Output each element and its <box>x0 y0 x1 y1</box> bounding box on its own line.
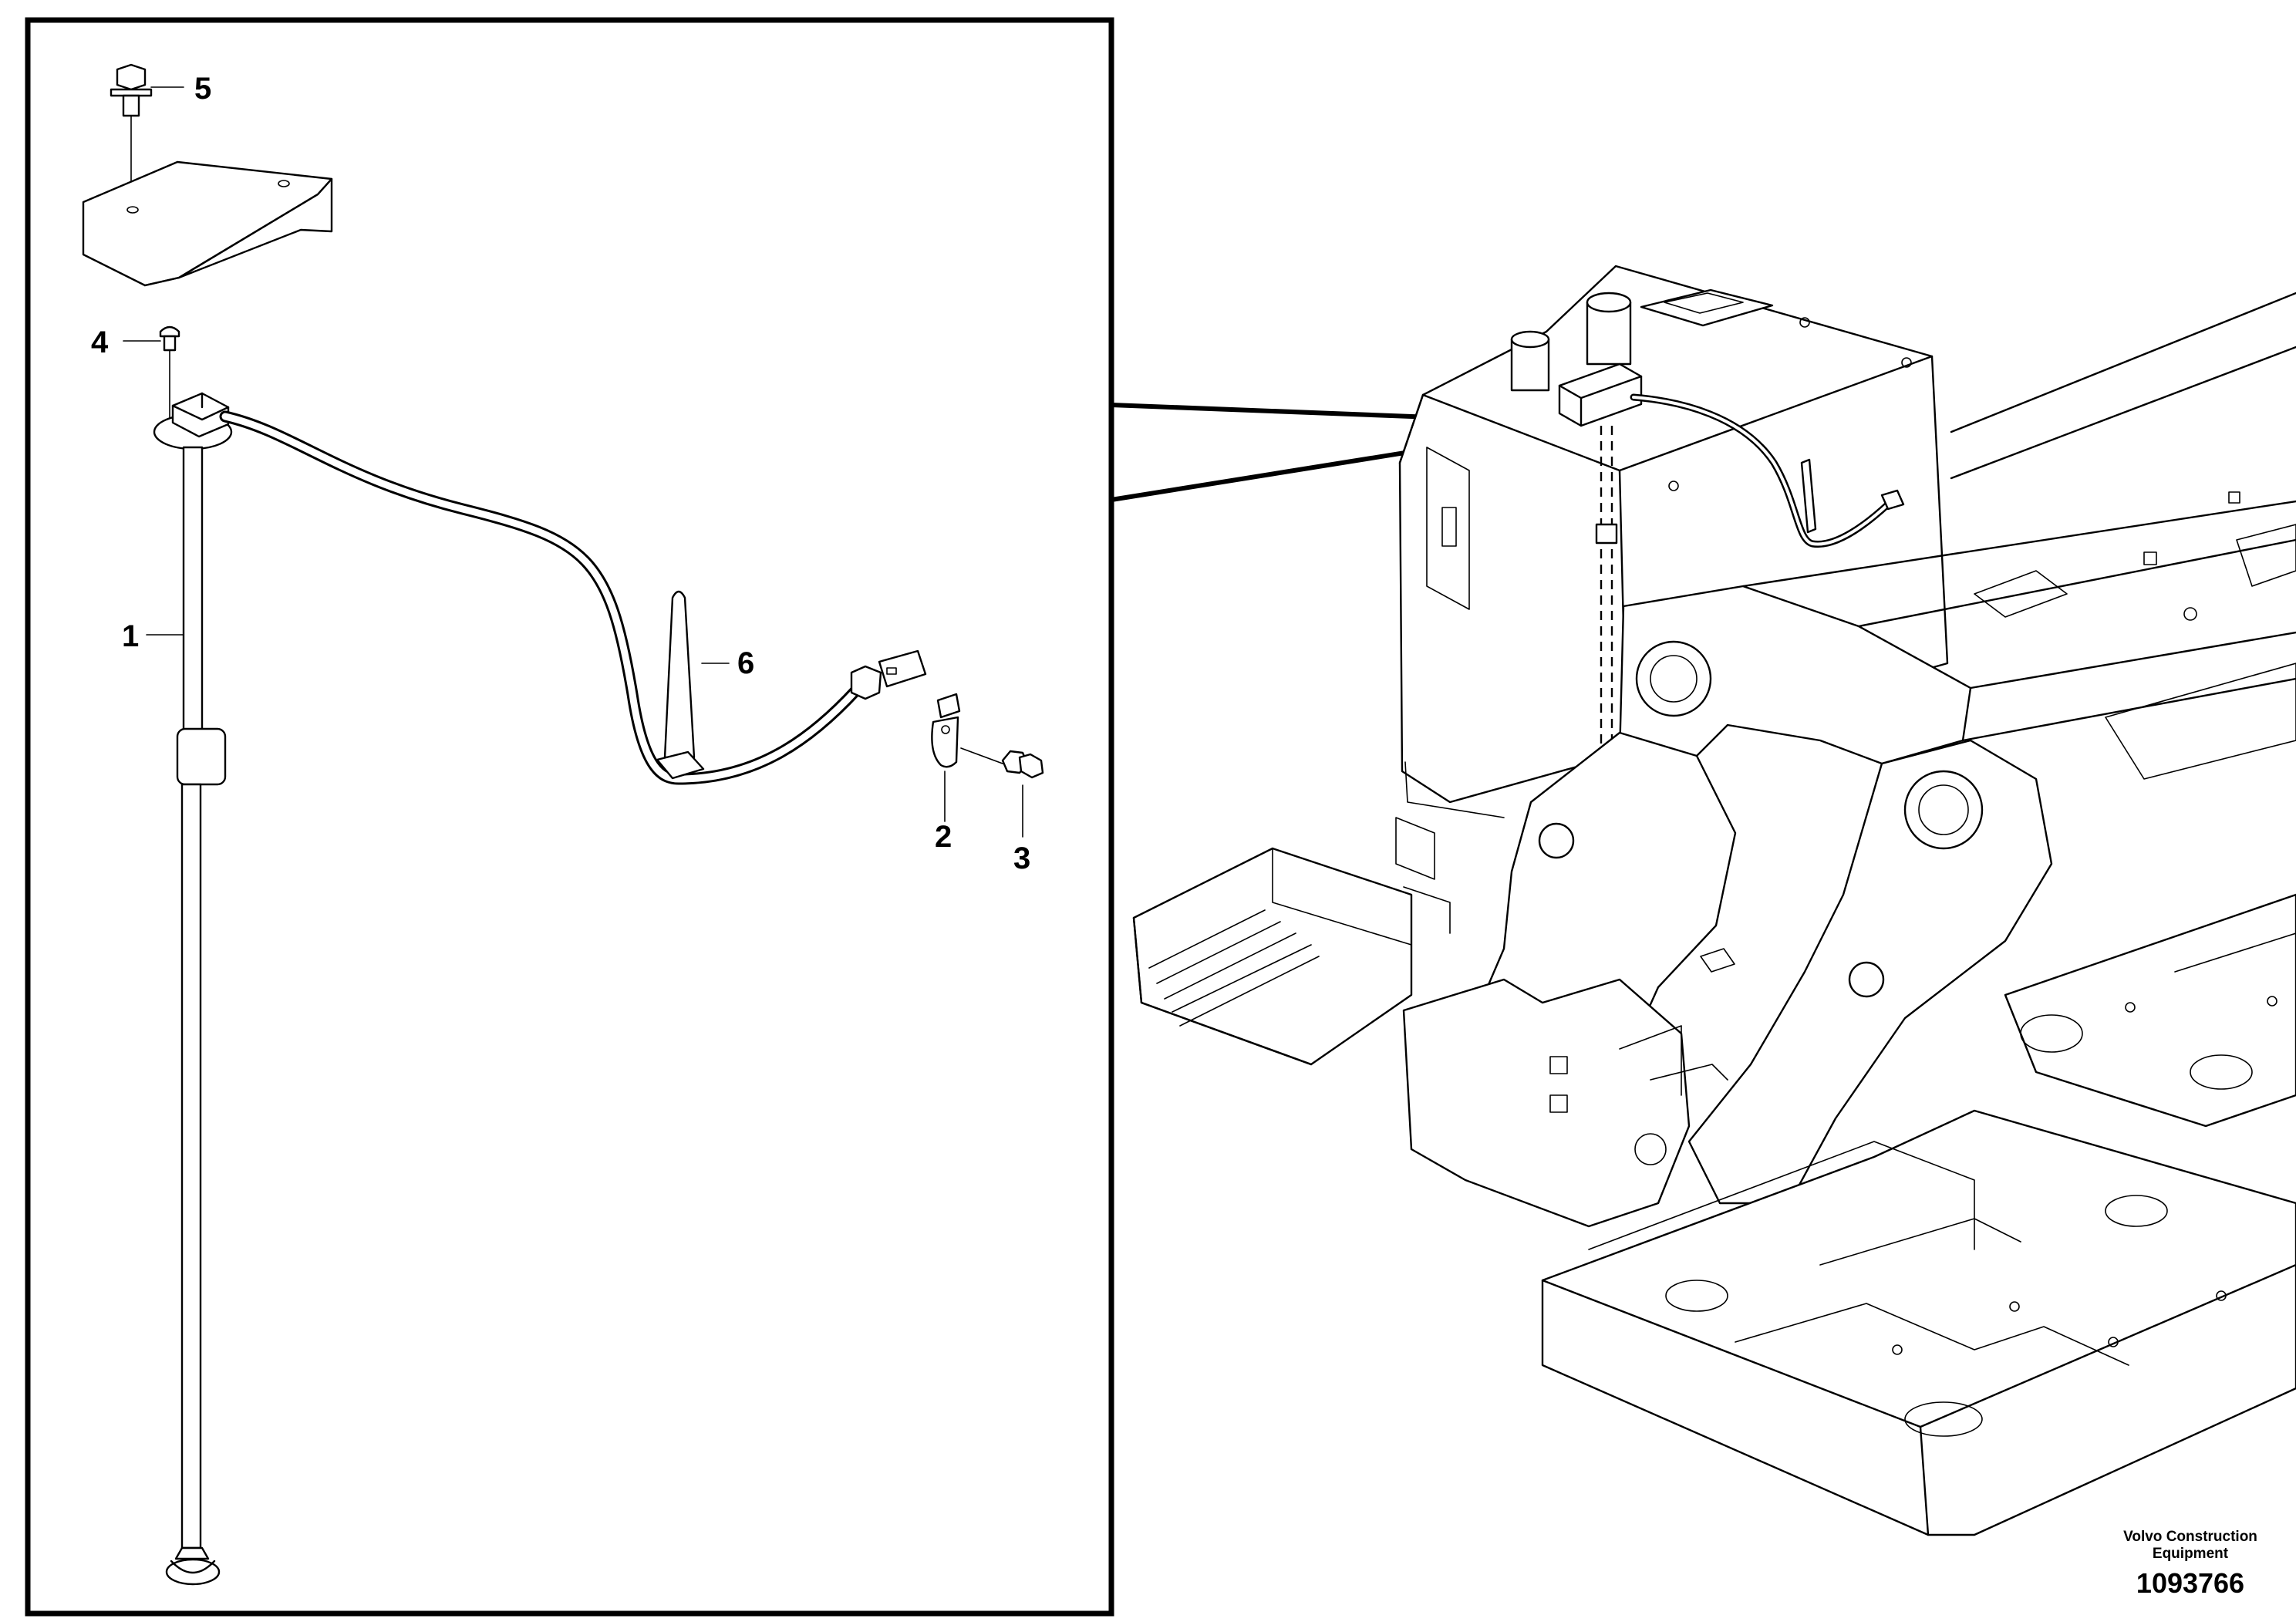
manufacturer-label: Volvo Construction Equipment <box>2098 1529 2283 1563</box>
callout-1: 1 <box>122 619 139 653</box>
callout-2: 2 <box>935 820 952 854</box>
part-6-cable-tie <box>656 590 730 780</box>
callout-5: 5 <box>194 72 211 106</box>
detail-frame <box>25 17 1114 1617</box>
part-1-level-sensor <box>153 392 233 1586</box>
callout-3: 3 <box>1013 841 1030 875</box>
cable-harness <box>219 410 862 785</box>
manufacturer-line-2: Equipment <box>2152 1546 2229 1562</box>
callout-6: 6 <box>737 646 754 680</box>
cover-plate <box>82 160 333 287</box>
part-5-bolt <box>110 63 153 209</box>
machine-frame-illustration <box>1132 265 2296 1536</box>
callout-4: 4 <box>91 325 109 359</box>
part-3-bolt <box>1001 750 1044 838</box>
drawing-number: 1093766 <box>2136 1567 2245 1599</box>
part-2-clip <box>931 693 1003 822</box>
callout-leaders <box>123 86 184 636</box>
manufacturer-line-1: Volvo Construction <box>2123 1529 2257 1545</box>
connector <box>850 649 927 700</box>
